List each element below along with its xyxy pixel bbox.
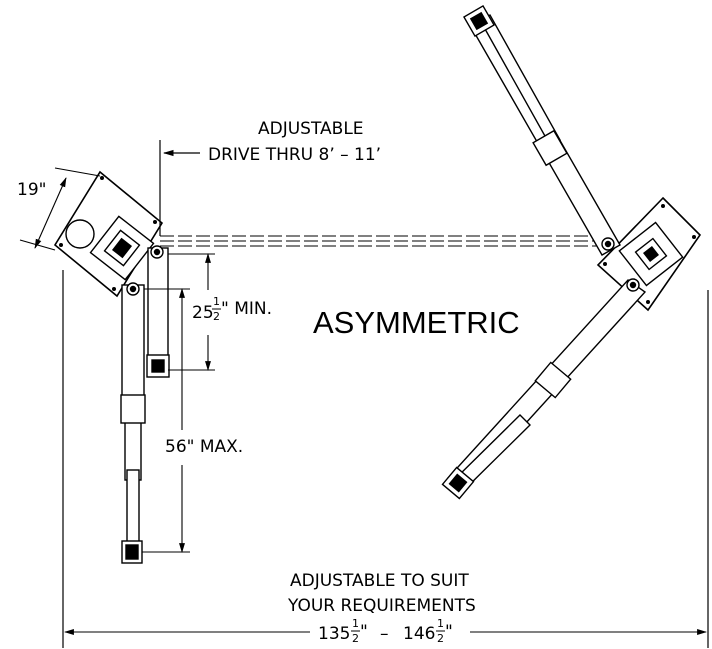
max-dimension-label: 56" MAX. <box>165 437 243 457</box>
adjustable-label: ADJUSTABLE <box>258 119 364 139</box>
right-post-assembly <box>441 5 702 500</box>
drive-thru-label: DRIVE THRU 8’ – 11’ <box>208 145 381 165</box>
left-column <box>89 215 155 281</box>
min-fraction-num: 1 <box>213 295 220 308</box>
asymmetric-title: ASYMMETRIC <box>313 305 520 340</box>
min-dimension <box>168 253 215 371</box>
min-suffix: " MIN. <box>221 299 272 319</box>
min-fraction-den: 2 <box>213 310 220 323</box>
left-post-assembly <box>53 140 170 564</box>
width-b-den: 2 <box>437 632 444 645</box>
width-a-den: 2 <box>352 632 359 645</box>
width-b-num: 1 <box>437 617 444 630</box>
right-upper-arm <box>463 5 621 256</box>
width-a-suffix: " <box>360 622 368 642</box>
max-dimension <box>142 288 190 553</box>
overhead-cable <box>160 235 608 247</box>
left-short-arm <box>146 245 170 378</box>
overall-width-label: 135 1 2 " – 146 1 2 " <box>318 617 453 645</box>
left-power-unit <box>65 219 95 249</box>
right-anchor-bolts <box>603 204 696 304</box>
adjust-note-line2: YOUR REQUIREMENTS <box>287 596 476 616</box>
width-a-whole: 135 <box>318 624 350 644</box>
width-a-num: 1 <box>352 617 359 630</box>
right-column <box>618 221 684 287</box>
min-dimension-label: 25 1 2 " MIN. <box>192 295 272 323</box>
width-b-suffix: " <box>445 622 453 642</box>
arm-width-label: 19" <box>17 180 46 200</box>
adjust-note-line1: ADJUSTABLE TO SUIT <box>290 571 469 591</box>
arm-width-dimension <box>19 167 101 251</box>
width-b-whole: 146 <box>403 624 435 644</box>
right-lower-arm <box>441 278 647 500</box>
width-separator: – <box>380 624 389 644</box>
left-long-arm <box>120 282 146 564</box>
min-whole: 25 <box>192 303 214 323</box>
